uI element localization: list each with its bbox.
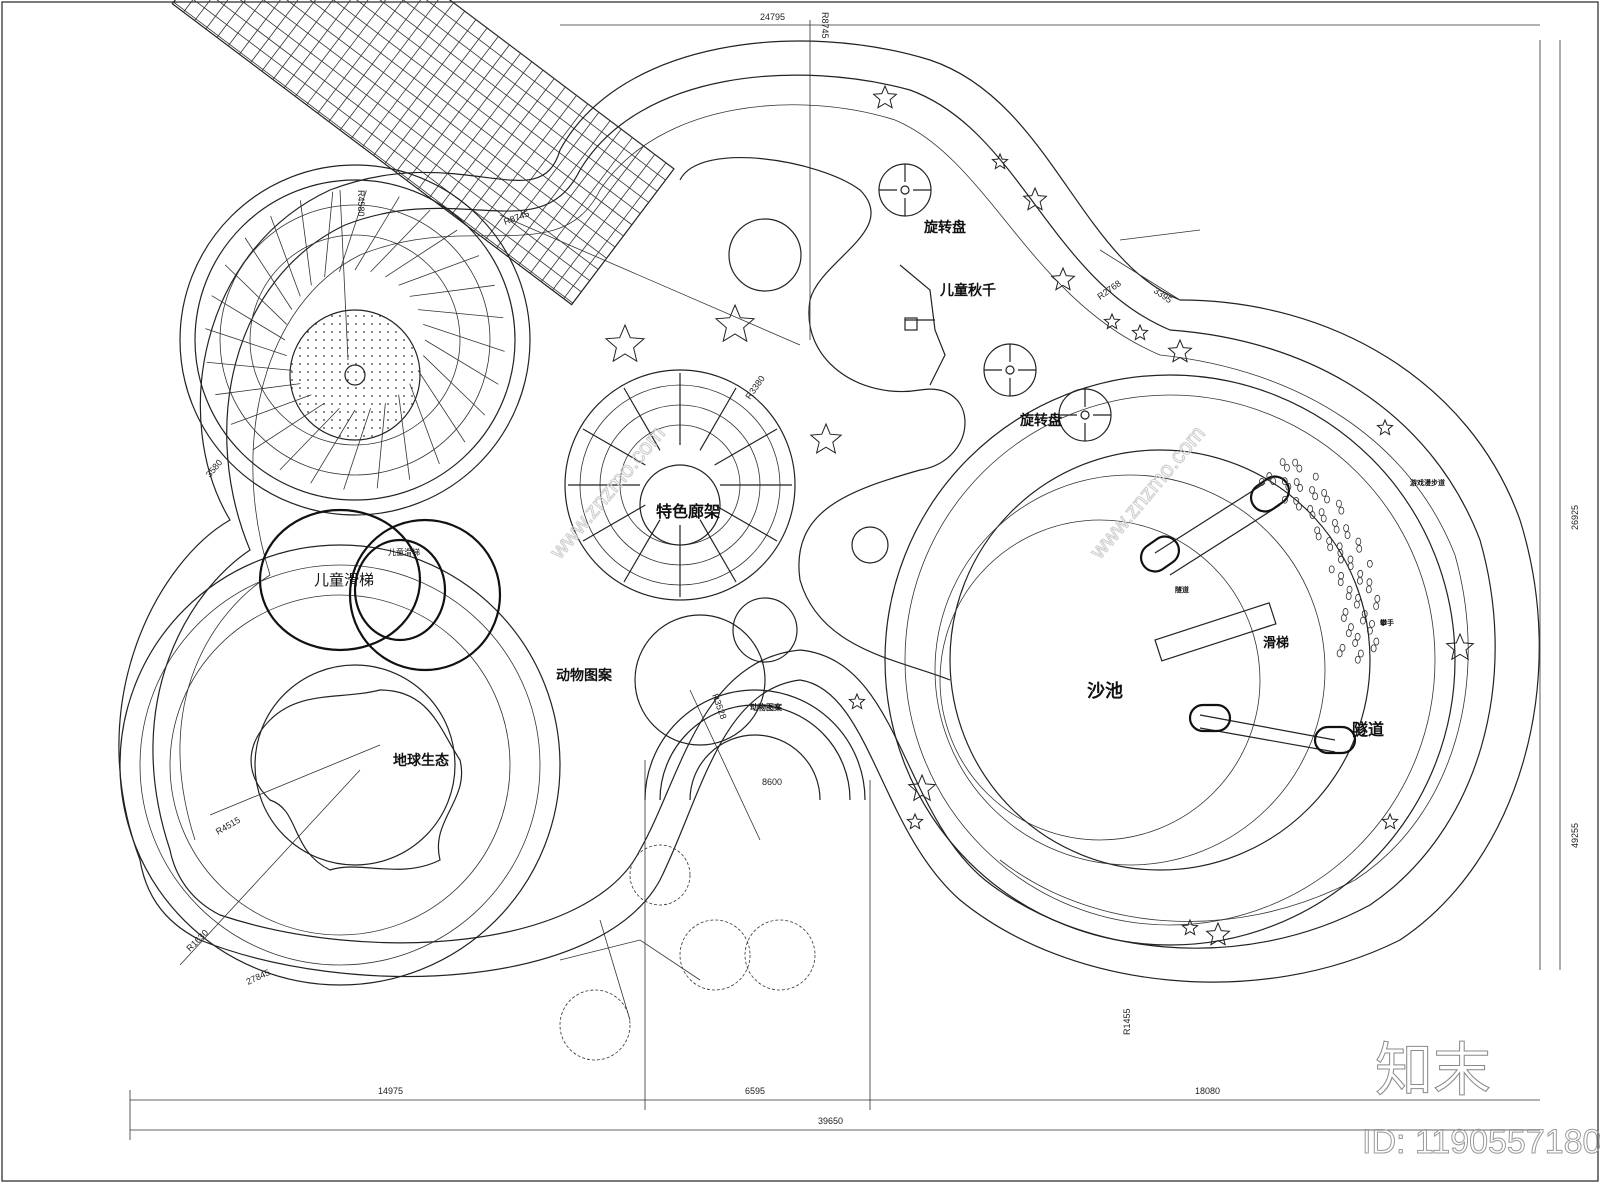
label-sand-pit: 沙池 [1087, 680, 1123, 702]
star-icon [1376, 418, 1394, 436]
dim-arc-radius: R3528 [710, 692, 728, 720]
inner-play-path [679, 157, 966, 681]
label-tunnel-small: 隧道 [1175, 585, 1189, 594]
dim-bottom-seg-1: 14975 [378, 1086, 403, 1096]
dim-neck-width: 3395 [1152, 285, 1174, 305]
star-icon [1103, 312, 1121, 330]
swing-icon [899, 264, 946, 386]
path-edge-line [179, 104, 1469, 922]
sand-pit-area [884, 374, 1456, 946]
label-tunnel: 隧道 [1352, 720, 1384, 739]
outer-path-boundary [118, 40, 1540, 983]
label-rotating-disc: 旋转盘 [923, 219, 966, 236]
star-icon [1381, 812, 1399, 830]
label-feature-pergola: 特色廊架 [656, 502, 720, 521]
dim-tree-radius: R4580 [356, 190, 366, 217]
dim-left-span: 27845 [245, 967, 272, 987]
watermark-url: www.znzmo.com [1084, 421, 1210, 564]
kids-slide [258, 508, 502, 672]
label-rotating-disc: 旋转盘 [1019, 412, 1062, 429]
dim-right-height: 26925 [1570, 505, 1580, 530]
rotating-disc-icon [878, 163, 932, 217]
feature-circle [732, 597, 798, 663]
star-icon [872, 84, 898, 109]
label-kids-swing: 儿童秋千 [939, 282, 996, 299]
label-climbing-grip: 攀手 [1379, 618, 1394, 627]
star-icon [991, 152, 1009, 170]
dim-outer-radius: R1630 [184, 928, 210, 954]
star-pattern [604, 84, 1475, 946]
label-earth-ecology: 地球生态 [393, 752, 449, 769]
dim-earth-radius: R4515 [214, 815, 242, 837]
paving-grid [171, 0, 675, 306]
dim-top-width: 24795 [760, 12, 785, 22]
star-icon [1167, 338, 1193, 363]
star-icon [1445, 632, 1475, 661]
label-slide: 滑梯 [1263, 635, 1289, 651]
animal-pattern-arc [644, 689, 866, 801]
watermark-logo: 知末 [1375, 1038, 1491, 1103]
label-kids-slide: 儿童滑梯 [314, 571, 374, 589]
feature-pergola [564, 369, 796, 601]
star-icon [1131, 323, 1149, 341]
watermark-id: ID: 1190557180 [1362, 1123, 1600, 1161]
dim-bottom-total: 39650 [818, 1116, 843, 1126]
star-icon [1205, 921, 1231, 946]
dim-arc-span: 8600 [762, 777, 782, 787]
star-icon [714, 303, 756, 343]
star-icon [1181, 918, 1199, 936]
label-animal-pattern: 动物图案 [556, 667, 613, 684]
inner-path-boundary [152, 74, 1496, 949]
earth-ecology-area [119, 544, 561, 986]
shrub-cluster [559, 844, 816, 1061]
dim-pergola-radius: R3380 [743, 374, 766, 401]
dim-bottom-seg-2: 6595 [745, 1086, 765, 1096]
dimension-lines [129, 20, 1561, 1140]
star-icon [907, 773, 937, 802]
rotating-disc-icon [983, 343, 1037, 397]
tree-feature-circle [179, 164, 531, 516]
feature-circle [851, 526, 889, 564]
dim-right-height-lower: 49255 [1570, 823, 1580, 848]
label-play-walkway: 游戏漫步道 [1410, 478, 1445, 487]
label-kids-slide-small: 儿童滑梯 [388, 547, 420, 557]
star-icon [1022, 186, 1048, 211]
rotating-disc-icon [1058, 388, 1112, 442]
star-icon [604, 323, 646, 363]
dim-bottom-radius: R1455 [1122, 1008, 1132, 1035]
feature-circle [634, 614, 766, 746]
dim-top-radius: R8745 [820, 12, 830, 39]
dim-bottom-seg-3: 18080 [1195, 1086, 1220, 1096]
star-icon [809, 422, 843, 454]
feature-circle [728, 218, 802, 292]
label-animal-pattern-small: 动物图案 [750, 702, 783, 712]
star-icon [848, 692, 866, 710]
star-icon [906, 812, 924, 830]
star-icon [1050, 266, 1076, 291]
